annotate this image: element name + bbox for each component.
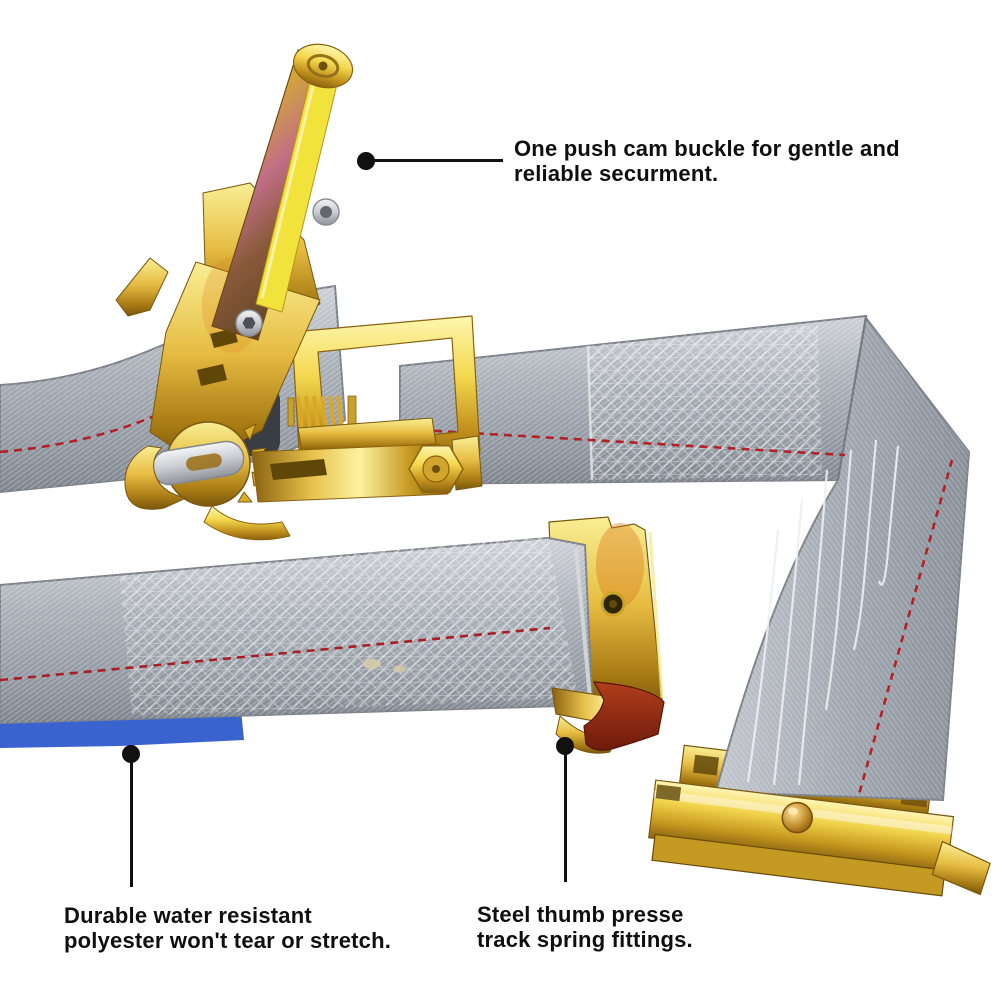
- pointer-dot-cam-buckle: [357, 152, 375, 170]
- ratchet-arm: [251, 443, 449, 503]
- callout-fittings: Steel thumb presse track spring fittings…: [477, 902, 693, 952]
- arm-slot: [270, 459, 327, 480]
- red-stitch-line: [419, 428, 846, 457]
- stitch-box: [120, 536, 578, 716]
- plate-slot: [197, 364, 227, 386]
- gear-hook: [124, 445, 187, 510]
- handle-end-cap: [292, 43, 354, 89]
- pointer-line-cam-buckle: [372, 159, 503, 162]
- strap-fold-edge: [574, 547, 592, 699]
- arm-hex-bolt: [408, 444, 464, 494]
- strap-lower-left: [0, 536, 594, 725]
- fitting-lower-lip: [651, 833, 946, 897]
- fold-crease: [837, 315, 867, 481]
- callout-cam-buckle-line2: reliable securment.: [514, 161, 719, 186]
- ratchet-spring: [287, 395, 357, 431]
- white-threads: [746, 439, 900, 786]
- callout-polyester: Durable water resistant polyester won't …: [64, 903, 391, 953]
- red-stitch-line: [856, 459, 954, 799]
- pointer-line-fittings: [564, 753, 567, 882]
- flange-slot-left: [692, 754, 719, 776]
- callout-cam-buckle-line1: One push cam buckle for gentle and: [514, 136, 900, 161]
- etrack-fitting-right-front: [648, 779, 991, 897]
- etrack-fitting-middle-front: [551, 591, 665, 754]
- callout-cam-buckle: One push cam buckle for gentle and relia…: [514, 136, 900, 186]
- callout-fittings-line2: track spring fittings.: [477, 927, 693, 952]
- pointer-line-polyester: [130, 761, 133, 887]
- callout-polyester-line1: Durable water resistant: [64, 903, 312, 928]
- pointer-dot-polyester: [122, 745, 140, 763]
- ratchet-buckle: [115, 43, 483, 541]
- callout-polyester-line2: polyester won't tear or stretch.: [64, 928, 392, 953]
- spring-clip: [583, 681, 665, 751]
- fitting-hook-right: [931, 840, 991, 896]
- ratchet-gear: [124, 421, 291, 541]
- stitch-box: [588, 325, 822, 480]
- callout-fittings-line1: Steel thumb presse: [477, 902, 684, 927]
- pointer-dot-fittings: [556, 737, 574, 755]
- strap-upper-right: [399, 314, 971, 802]
- plate-slot: [210, 328, 238, 348]
